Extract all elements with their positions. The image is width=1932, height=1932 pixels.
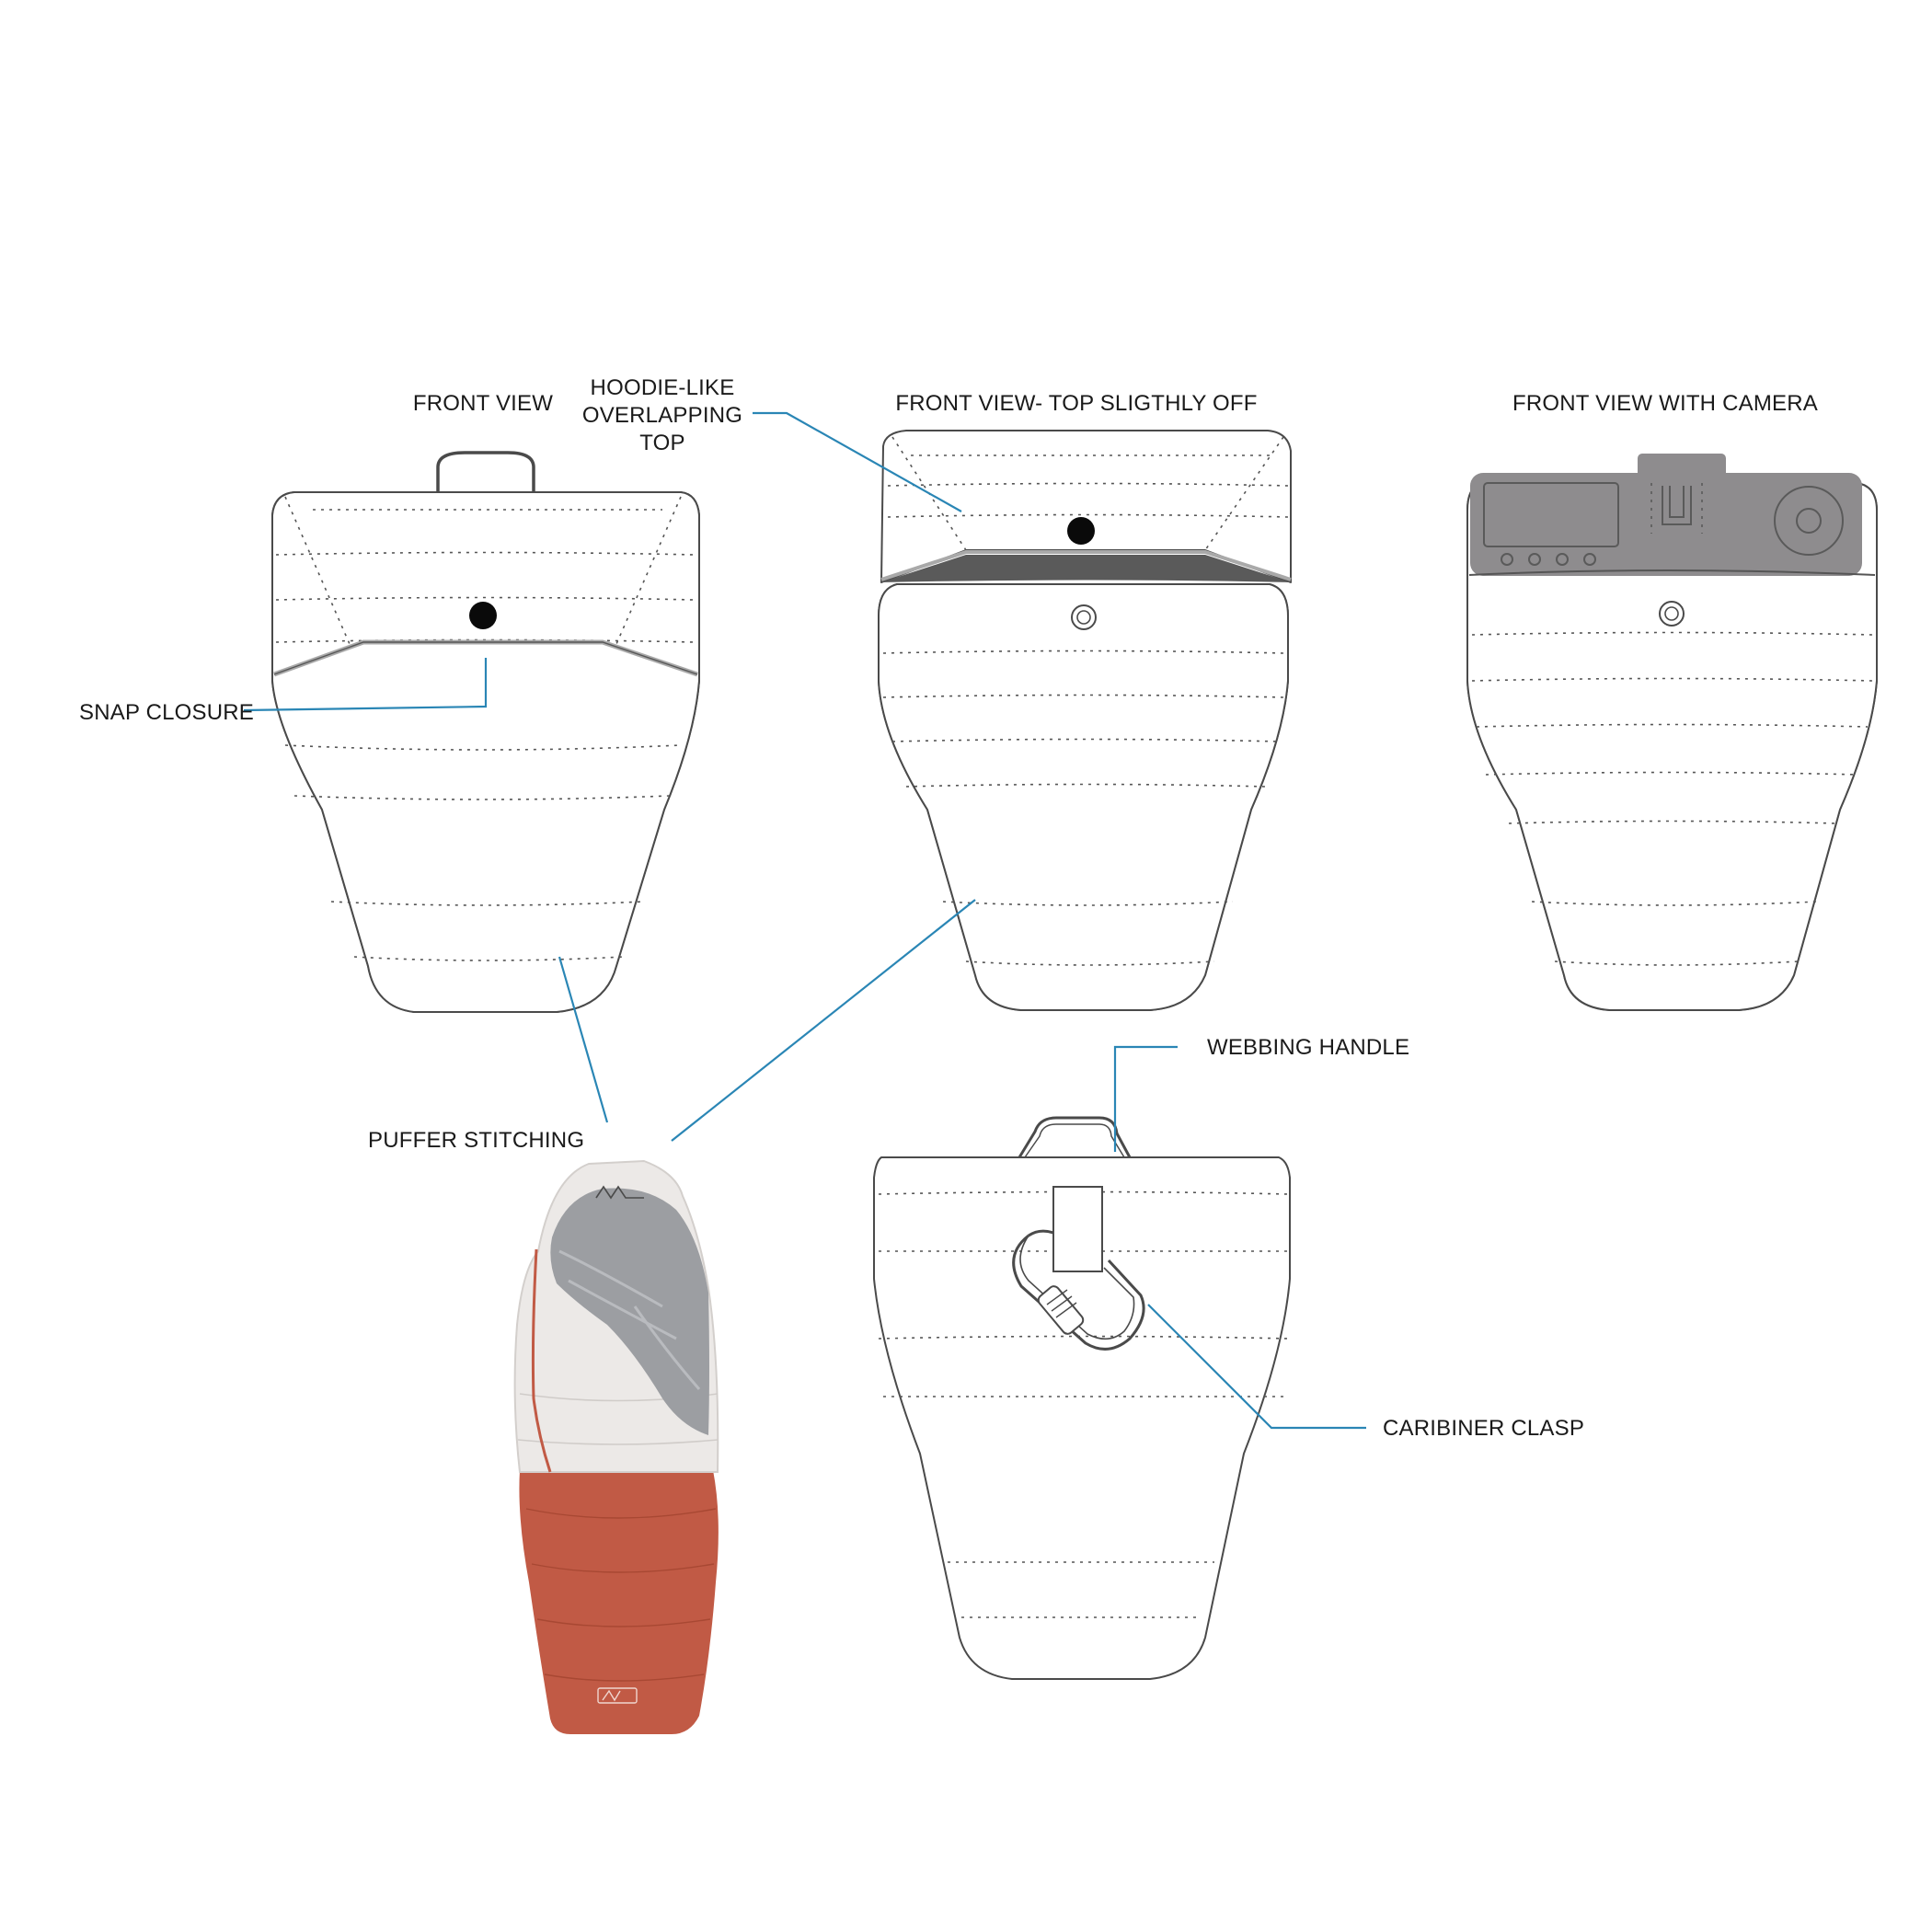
snap-socket-icon [1659,601,1685,627]
puffer-stitching-lines [1471,631,1873,966]
front-view-drawing: FRONT VIEW [271,391,700,1013]
overlap-gap [881,555,1291,582]
camera-icon [1470,454,1862,576]
snap-button-icon [469,602,497,629]
snap-closure-leader [243,658,488,712]
puffer-stitching-lines [882,650,1284,966]
front-view-title: FRONT VIEW [413,391,553,416]
puffer-stitching-leader-left [558,956,609,1123]
webbing-handle-label: WEBBING HANDLE [1207,1035,1409,1060]
overlapping-hood [880,430,1292,583]
top-off-view-title: FRONT VIEW- TOP SLIGTHLY OFF [895,391,1257,416]
front-view-with-camera-drawing: FRONT VIEW WITH CAMERA [1466,391,1878,1011]
puffer-stitching-label: PUFFER STITCHING [368,1128,584,1153]
hoodie-top-leader [753,411,962,512]
puffer-stitching-lines [878,1190,1289,1618]
back-view-drawing [873,1116,1291,1680]
snap-button-icon [1067,517,1095,545]
snap-closure-label: SNAP CLOSURE [79,700,254,725]
temperature-badge [597,1687,638,1704]
puffer-stitching-leader-right [671,899,976,1142]
bag-lower-red [519,1470,719,1734]
puffer-stitching-lines [275,496,696,961]
camera-view-title: FRONT VIEW WITH CAMERA [1512,391,1818,416]
pouch-outline [873,1156,1291,1680]
carabiner-icon [1012,1229,1145,1351]
webbing-handle-leader [1113,1045,1178,1152]
caribiner-clasp-label: CARIBINER CLASP [1383,1416,1584,1441]
webbing-tab [1052,1186,1103,1272]
brand-logo [595,1185,644,1200]
snap-socket-icon [1071,604,1097,630]
sleeping-bag-photo [513,1159,719,1734]
webbing-handle-icon [436,451,535,492]
callout-lines [243,411,1366,1430]
bag-inner-lining [550,1188,709,1435]
caribiner-clasp-leader [1147,1304,1366,1430]
